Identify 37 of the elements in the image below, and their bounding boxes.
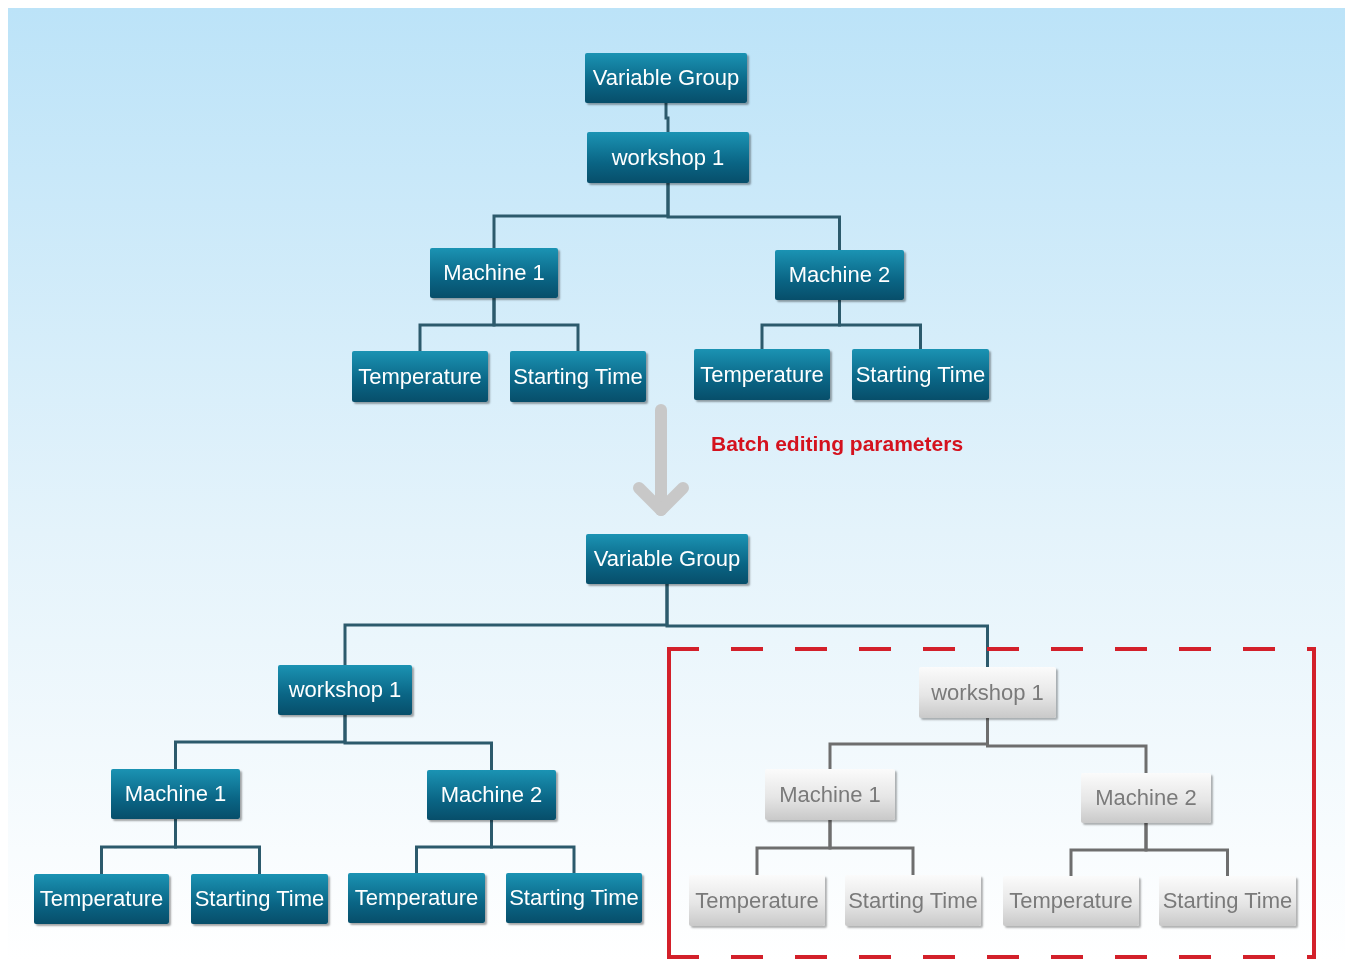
edge-label: Batch editing parameters [711,432,964,456]
connector-line [666,183,841,250]
tree-node-box: Temperature [348,873,485,923]
tree-node-box: Temperature [34,874,169,924]
tree-node-box: Temperature [694,349,830,400]
tree-node-box: Variable Group [586,534,748,584]
dashed-frame [667,647,1316,959]
tree-node-box: Starting Time [191,874,328,924]
connector-line [174,819,261,874]
tree-node-box: Machine 2 [427,770,556,820]
tree-node-box: Starting Time [852,349,989,400]
tree-node-box: Machine 1 [430,248,558,298]
tree-node-box: Machine 1 [765,769,895,820]
connector-line [492,298,580,351]
tree-node-box: workshop 1 [587,132,749,183]
tree-node-box: workshop 1 [278,665,412,715]
tree-node-box: Temperature [689,875,825,926]
connector-line [343,715,493,770]
connector-line [828,820,915,875]
tree-node-box: Machine 2 [1081,773,1211,823]
tree-node-box: Starting Time [1159,876,1296,926]
tree-node-box: Starting Time [845,875,981,926]
tree-node-box: Starting Time [506,873,642,923]
tree-node-box: Starting Time [510,351,646,402]
connector-line [665,584,989,667]
tree-node-box: Machine 1 [111,769,240,819]
tree-node-box: workshop 1 [919,667,1056,718]
transition-arrow [633,404,689,516]
tree-node-box: Machine 2 [775,250,904,300]
tree-node-box: Variable Group [585,53,747,103]
connector-line [490,820,576,873]
tree-node-box: Temperature [352,351,488,402]
tree-node-box: Temperature [1003,876,1139,926]
connector-line [986,718,1148,773]
connector-line [838,300,922,349]
connector-line [664,103,670,132]
connector-line [1144,823,1229,876]
